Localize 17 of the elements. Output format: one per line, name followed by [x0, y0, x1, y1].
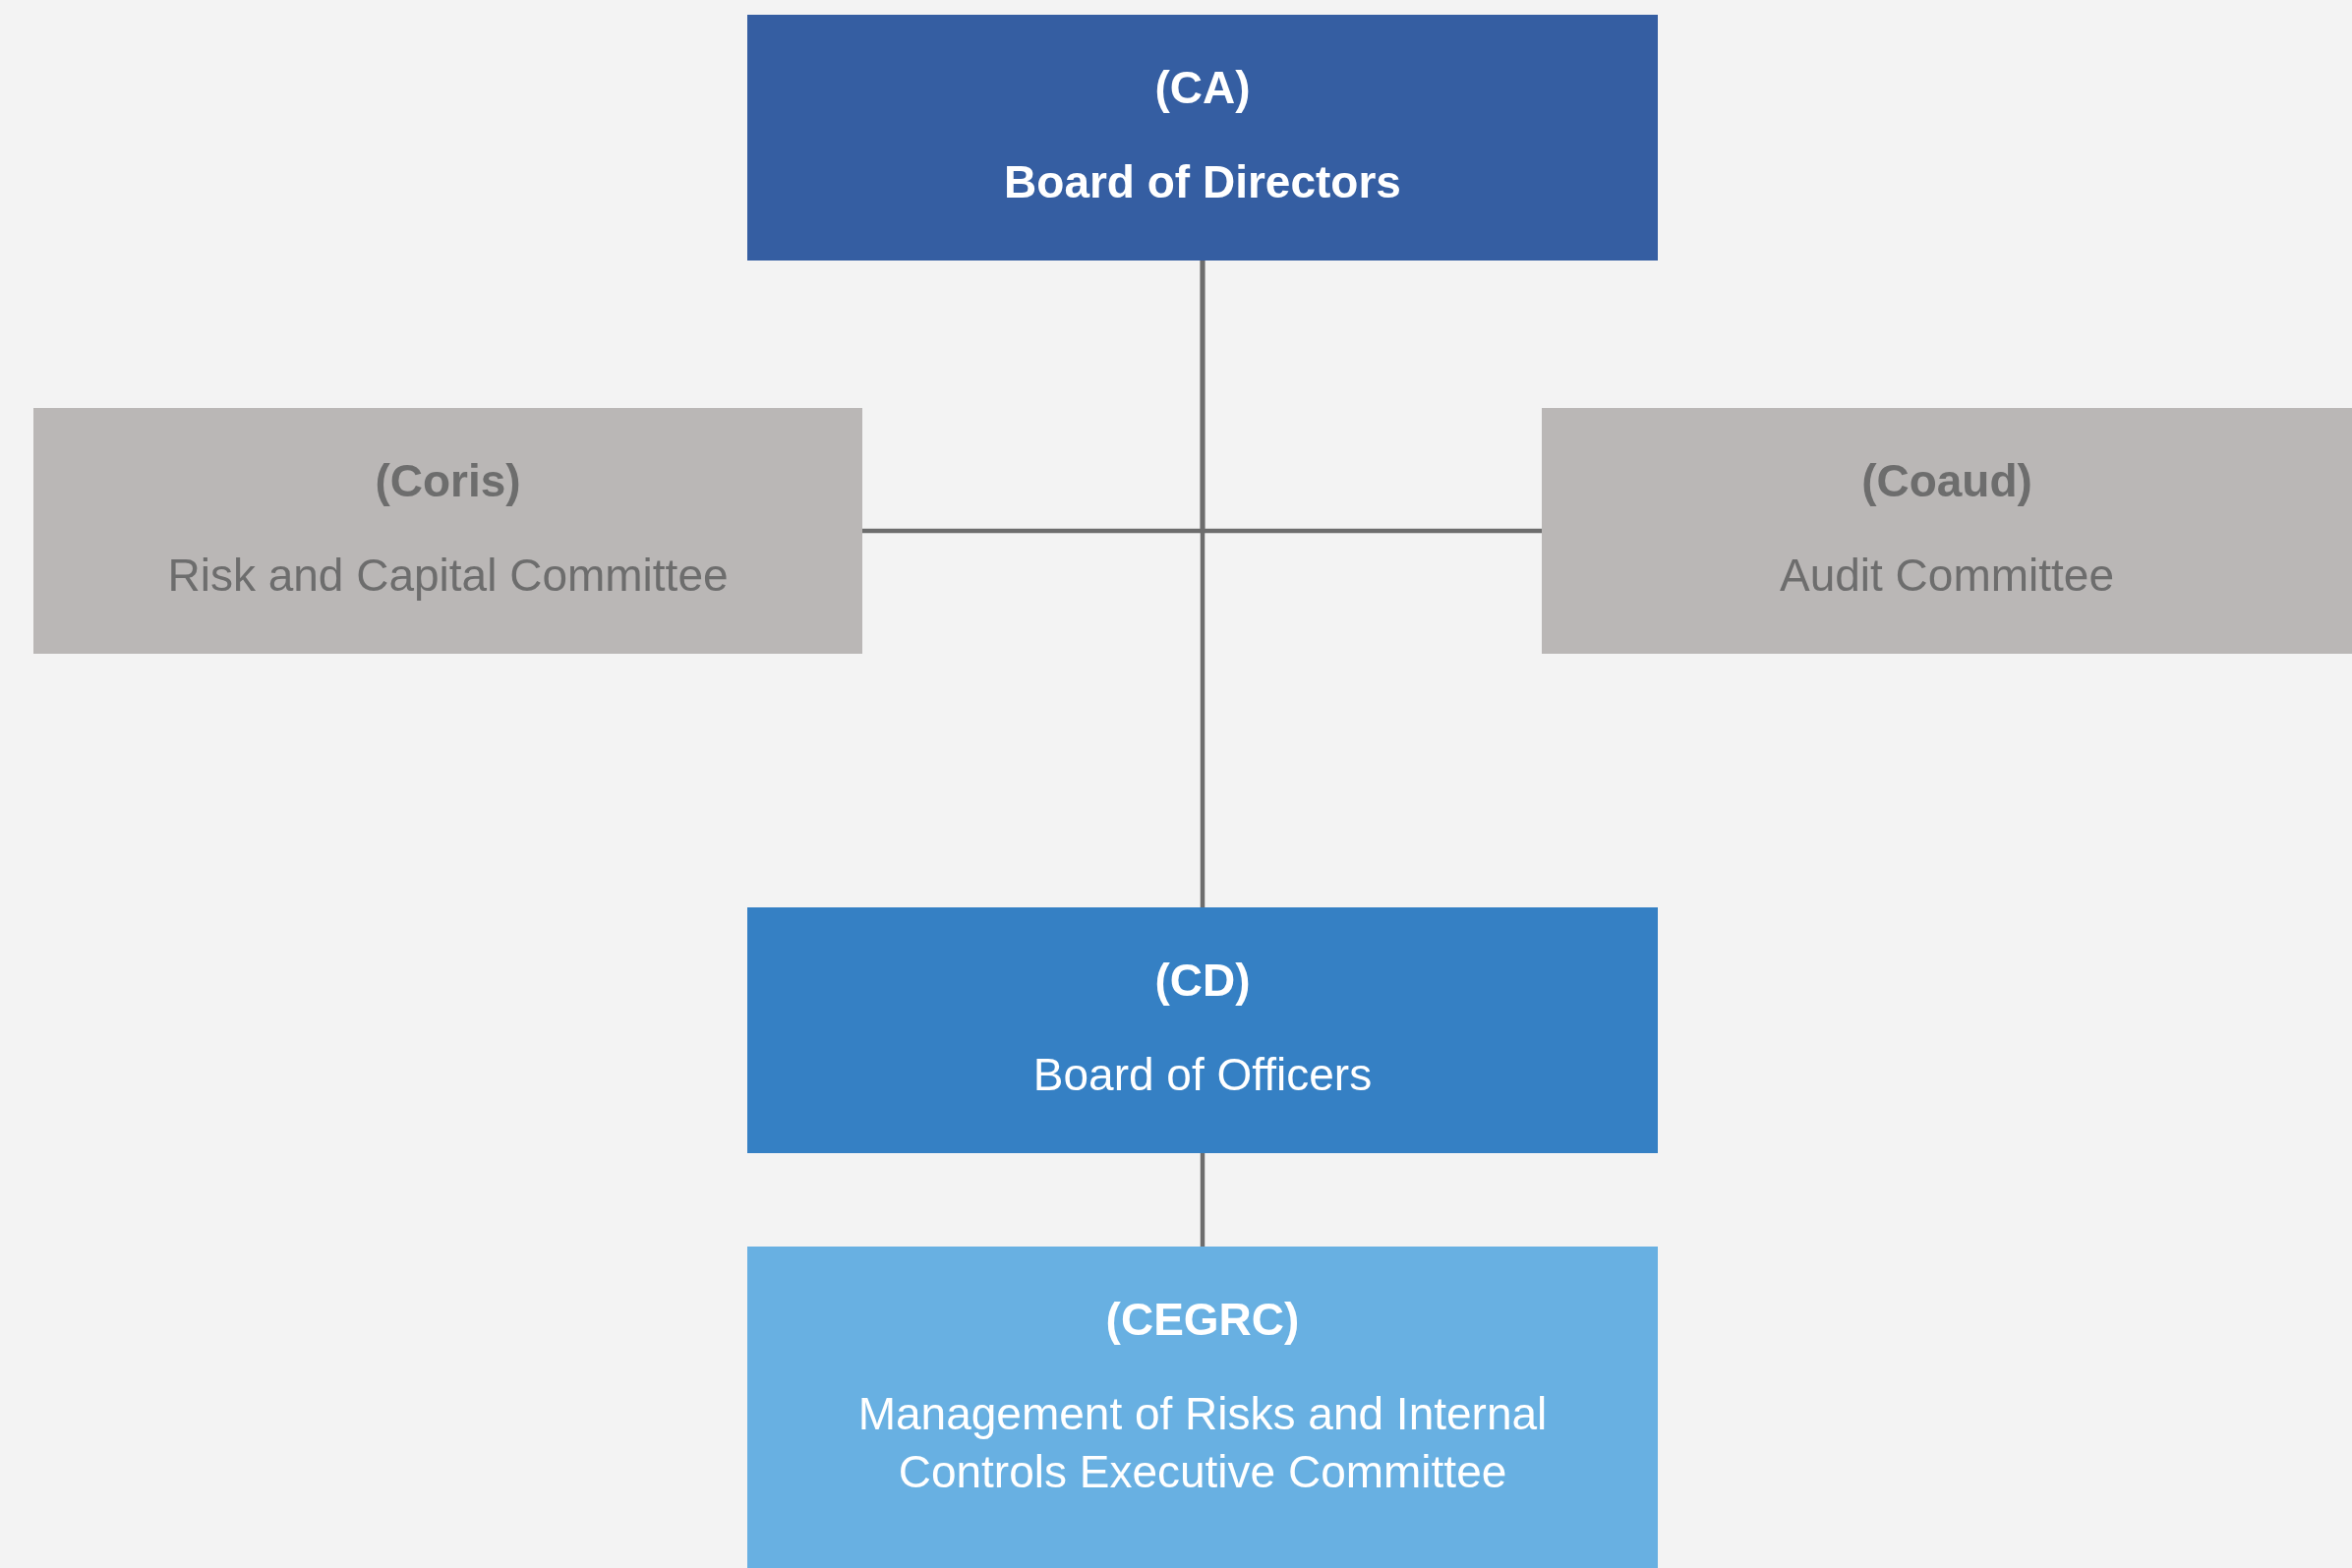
org-box: [747, 1247, 1658, 1568]
box-title: Audit Committee: [1780, 548, 2114, 603]
org-box: [33, 408, 862, 654]
box-title: Management of Risks and Internal Controls Executive Committee: [856, 1386, 1549, 1499]
org-box: [747, 907, 1658, 1153]
org-box: [1542, 408, 2352, 654]
box-title: Risk and Capital Committee: [167, 548, 729, 603]
box-abbreviation: (CD): [1154, 955, 1251, 1007]
box-title: Board of Directors: [1004, 154, 1401, 209]
connector-line: [1200, 1153, 1205, 1247]
org-box: [747, 15, 1658, 261]
box-abbreviation: (Coris): [375, 455, 521, 507]
box-title: Board of Officers: [1032, 1047, 1373, 1102]
box-abbreviation: (CEGRC): [1105, 1294, 1300, 1346]
box-abbreviation: (Coaud): [1861, 455, 2032, 507]
box-abbreviation: (CA): [1154, 62, 1251, 114]
connector-line: [1200, 261, 1205, 907]
